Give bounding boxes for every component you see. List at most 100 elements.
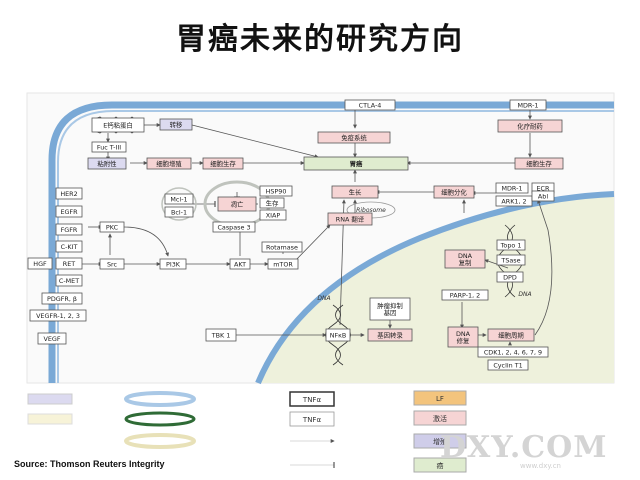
- node-rotamase: Rotamase: [261, 241, 303, 253]
- node-box: [496, 271, 524, 283]
- node-box: [433, 185, 475, 199]
- node-gastric: 胃癌: [303, 156, 409, 171]
- node-label: 细胞生存: [210, 159, 236, 168]
- node-box: [344, 99, 396, 111]
- node-cyclin: Cyclin T1: [487, 359, 529, 371]
- node-label: Src: [107, 260, 118, 268]
- node-label: E钙粘蛋白: [103, 120, 133, 129]
- node-box: [217, 196, 257, 212]
- node-label: Fuc T-III: [97, 143, 121, 151]
- node-chemo: 化疗耐药: [497, 119, 563, 133]
- node-label: VEGF: [43, 335, 60, 343]
- node-label: Mcl-1: [170, 195, 187, 203]
- node-pkc: PKC: [99, 221, 125, 233]
- node-box: [444, 249, 486, 269]
- node-label: C-KIT: [61, 243, 78, 251]
- node-box: [497, 119, 563, 133]
- node-caspase3: Caspase 3: [212, 221, 256, 233]
- node-hgf: HGF: [27, 257, 53, 270]
- node-label: PKC: [106, 223, 119, 231]
- node-tsase: TSase: [496, 254, 526, 266]
- legend-ring-green: [124, 411, 196, 427]
- node-immune: 免疫系统: [317, 131, 391, 144]
- node-label: HSP90: [266, 187, 287, 195]
- node-label: ARK1, 2: [501, 197, 526, 205]
- node-label: Topo 1: [500, 241, 522, 249]
- node-label: FGFR: [61, 226, 78, 234]
- node-label: DNA: [458, 252, 473, 260]
- node-ret: RET: [55, 257, 83, 270]
- node-box: [531, 190, 555, 202]
- legend-activate: 激活: [433, 414, 447, 423]
- node-box: [477, 346, 549, 358]
- node-label: 化疗耐药: [517, 121, 543, 130]
- legend-swatch-purple: [27, 393, 73, 405]
- label-ribosome: Ribosome: [356, 207, 386, 214]
- node-box: [205, 328, 237, 342]
- node-label: 免疫系统: [341, 133, 367, 142]
- node-box: [317, 131, 391, 144]
- node-adhesion: 粘附性: [87, 157, 127, 170]
- node-label: 细胞生存: [526, 159, 552, 168]
- node-mcl1: Mcl-1: [164, 193, 194, 205]
- node-box: [91, 117, 145, 133]
- node-label: 复制: [459, 258, 472, 267]
- receptor-halo: [161, 187, 197, 221]
- node-label: C-MET: [59, 277, 79, 285]
- node-label: PDGFR, β: [47, 295, 77, 303]
- node-pi3k: PI3K: [159, 258, 187, 270]
- node-box: [259, 197, 285, 209]
- legend-box-tnf-bold: [289, 391, 335, 407]
- node-ark: ARK1, 2: [495, 195, 533, 207]
- node-label: 细胞分化: [441, 187, 467, 196]
- node-topo1: Topo 1: [496, 239, 526, 251]
- node-vegfr: VEGFR-1, 2, 3: [29, 309, 87, 322]
- node-label: 细胞增殖: [156, 159, 182, 168]
- node-label: EGFR: [60, 208, 78, 216]
- node-mdr1-mid: MDR-1: [495, 182, 529, 194]
- node-label: NFκB: [330, 331, 347, 339]
- node-cell-diff: 细胞分化: [433, 185, 475, 199]
- node-label: PARP-1, 2: [450, 291, 480, 299]
- node-label: 肿瘤抑制: [377, 301, 403, 310]
- legend-box-proliferate: [413, 433, 467, 449]
- page-title: 胃癌未来的研究方向: [176, 22, 464, 57]
- legend-ring-blue: [124, 391, 196, 407]
- legend-swatch-yellow: [27, 413, 73, 425]
- label-dna-lbl2: DNA: [518, 291, 531, 298]
- node-box: [509, 99, 547, 111]
- node-ctla4: CTLA-4: [344, 99, 396, 111]
- node-box: [212, 221, 256, 233]
- node-cell-survival1: 细胞生存: [202, 157, 244, 170]
- node-egfr: EGFR: [55, 205, 83, 218]
- node-gene-trans: 基因转录: [367, 328, 413, 342]
- node-label: TBK 1: [211, 331, 231, 339]
- node-parp: PARP-1, 2: [441, 289, 489, 301]
- node-label: DPD: [503, 273, 517, 281]
- node-label: TSase: [500, 256, 520, 264]
- node-label: 修复: [457, 336, 470, 345]
- node-label: MDR-1: [502, 184, 523, 192]
- node-nfkb: NFκB: [325, 328, 351, 342]
- node-box: [303, 156, 409, 171]
- node-box: [369, 297, 411, 321]
- node-label: mTOR: [273, 260, 293, 268]
- node-cmet: C-MET: [55, 274, 83, 287]
- node-label: 胃癌: [350, 159, 363, 168]
- node-box: [55, 205, 83, 218]
- node-src: Src: [99, 258, 125, 270]
- node-box: [27, 257, 53, 270]
- node-label: ECR: [537, 184, 551, 192]
- node-box: [55, 257, 83, 270]
- node-box: [496, 239, 526, 251]
- node-box: [447, 326, 479, 348]
- node-label: 生长: [349, 187, 362, 196]
- node-box: [487, 359, 529, 371]
- legend-box-lf: [413, 390, 467, 406]
- node-ckit: C-KIT: [55, 240, 83, 253]
- node-box: [87, 157, 127, 170]
